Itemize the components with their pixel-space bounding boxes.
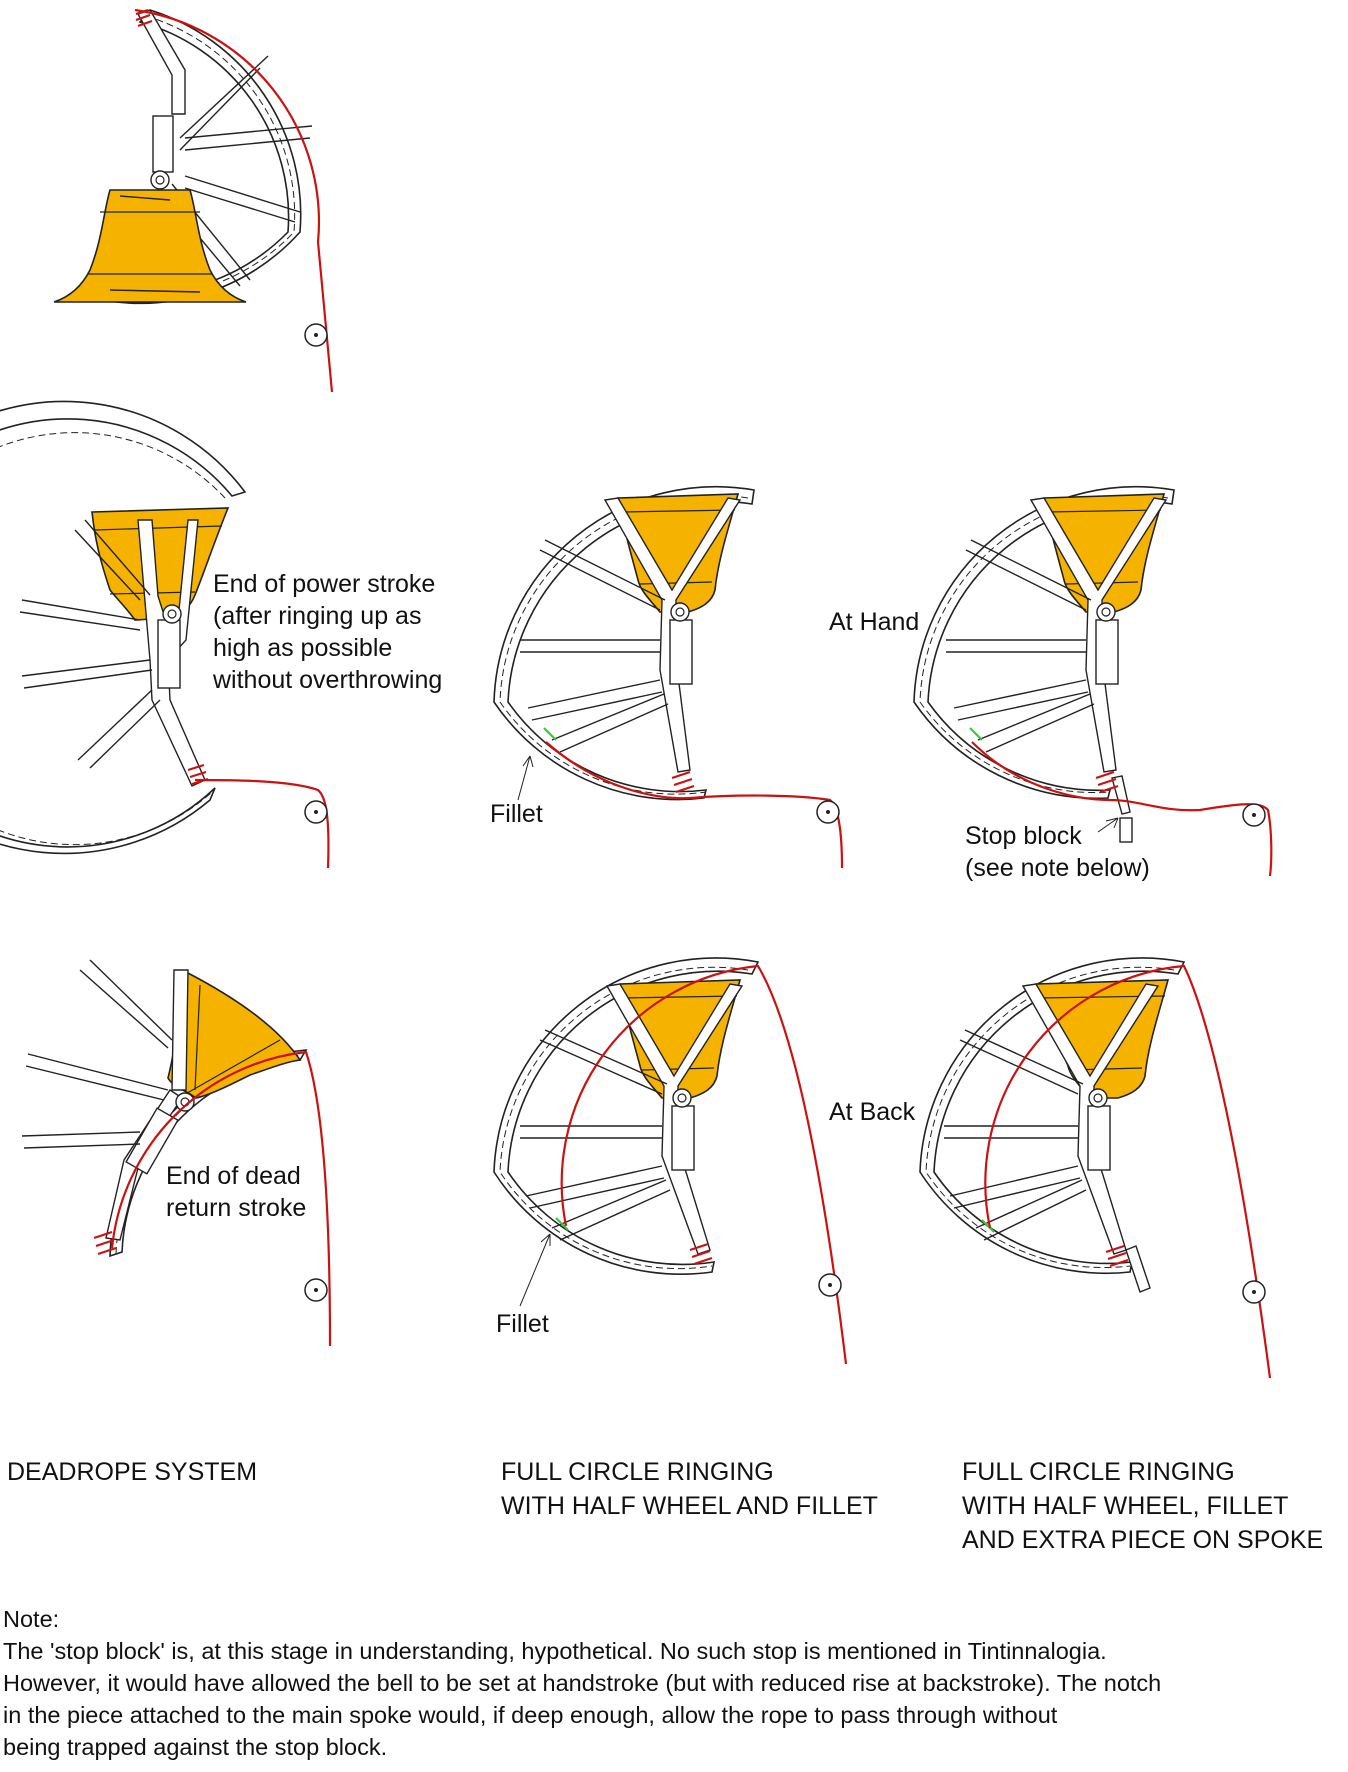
at-back-label: At Back xyxy=(829,1098,916,1126)
wheel-dead-return xyxy=(21,959,332,1347)
wheel-extra-piece-hand xyxy=(913,485,1273,877)
note-block: Note: The 'stop block' is, at this stage… xyxy=(3,1603,1343,1763)
wheel-power-stroke xyxy=(0,400,330,869)
note-line: being trapped against the stop block. xyxy=(3,1734,388,1760)
note-heading: Note: xyxy=(3,1606,60,1632)
wheel-half-fillet-hand xyxy=(493,485,844,869)
note-line: The 'stop block' is, at this stage in un… xyxy=(3,1638,1107,1664)
power-stroke-label: End of power stroke (after ringing up as… xyxy=(213,570,443,694)
wheel-half-fillet-back xyxy=(493,957,848,1365)
dead-return-label: End of dead return stroke xyxy=(166,1162,307,1222)
fillet-label-2: Fillet xyxy=(496,1310,549,1338)
caption-half-wheel-fillet-extra: FULL CIRCLE RINGING WITH HALF WHEEL, FIL… xyxy=(962,1458,1324,1554)
note-line: in the piece attached to the main spoke … xyxy=(3,1702,1058,1728)
caption-half-wheel-fillet: FULL CIRCLE RINGING WITH HALF WHEEL AND … xyxy=(501,1458,878,1520)
wheel-extra-piece-back xyxy=(919,957,1272,1379)
at-hand-label: At Hand xyxy=(829,608,920,636)
fillet-label-1: Fillet xyxy=(490,800,543,828)
wheel-top xyxy=(53,8,334,393)
note-line: However, it would have allowed the bell … xyxy=(3,1670,1162,1696)
stop-block-label: Stop block (see note below) xyxy=(965,822,1150,882)
caption-deadrope: DEADROPE SYSTEM xyxy=(7,1458,258,1486)
